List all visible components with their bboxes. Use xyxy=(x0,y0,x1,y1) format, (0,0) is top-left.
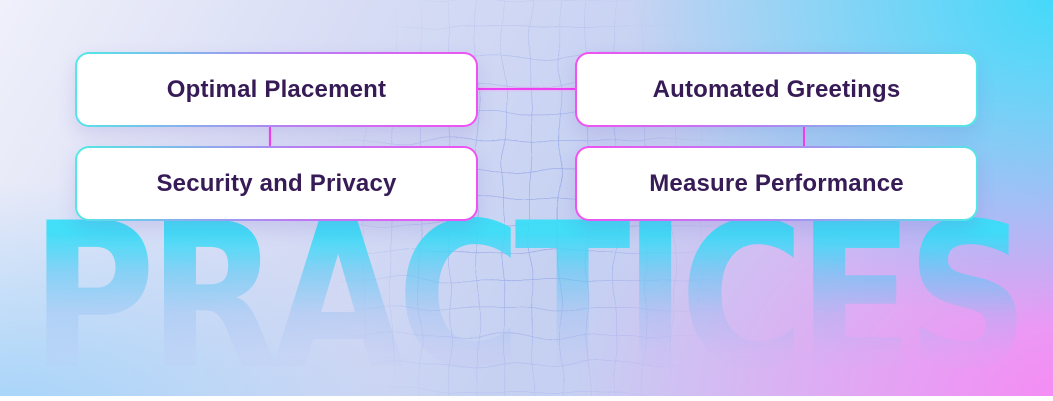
node-security-and-privacy: Security and Privacy xyxy=(75,146,478,221)
node-optimal-placement: Optimal Placement xyxy=(75,52,478,127)
node-label: Security and Privacy xyxy=(156,169,397,197)
node-optimal-placement-surface: Optimal Placement xyxy=(77,54,476,125)
connector-vertical-right xyxy=(803,127,805,146)
node-label: Optimal Placement xyxy=(166,75,387,103)
node-automated-greetings: Automated Greetings xyxy=(575,52,978,127)
node-security-and-privacy-surface: Security and Privacy xyxy=(77,148,476,219)
node-measure-performance: Measure Performance xyxy=(575,146,978,221)
node-automated-greetings-surface: Automated Greetings xyxy=(577,54,976,125)
connector-vertical-left xyxy=(269,127,271,146)
connector-horizontal xyxy=(478,88,575,90)
node-label: Automated Greetings xyxy=(652,75,901,103)
node-label: Measure Performance xyxy=(649,169,904,197)
background-word: PRACTICES xyxy=(0,197,1053,398)
node-measure-performance-surface: Measure Performance xyxy=(577,148,976,219)
bottom-edge xyxy=(0,396,1053,401)
